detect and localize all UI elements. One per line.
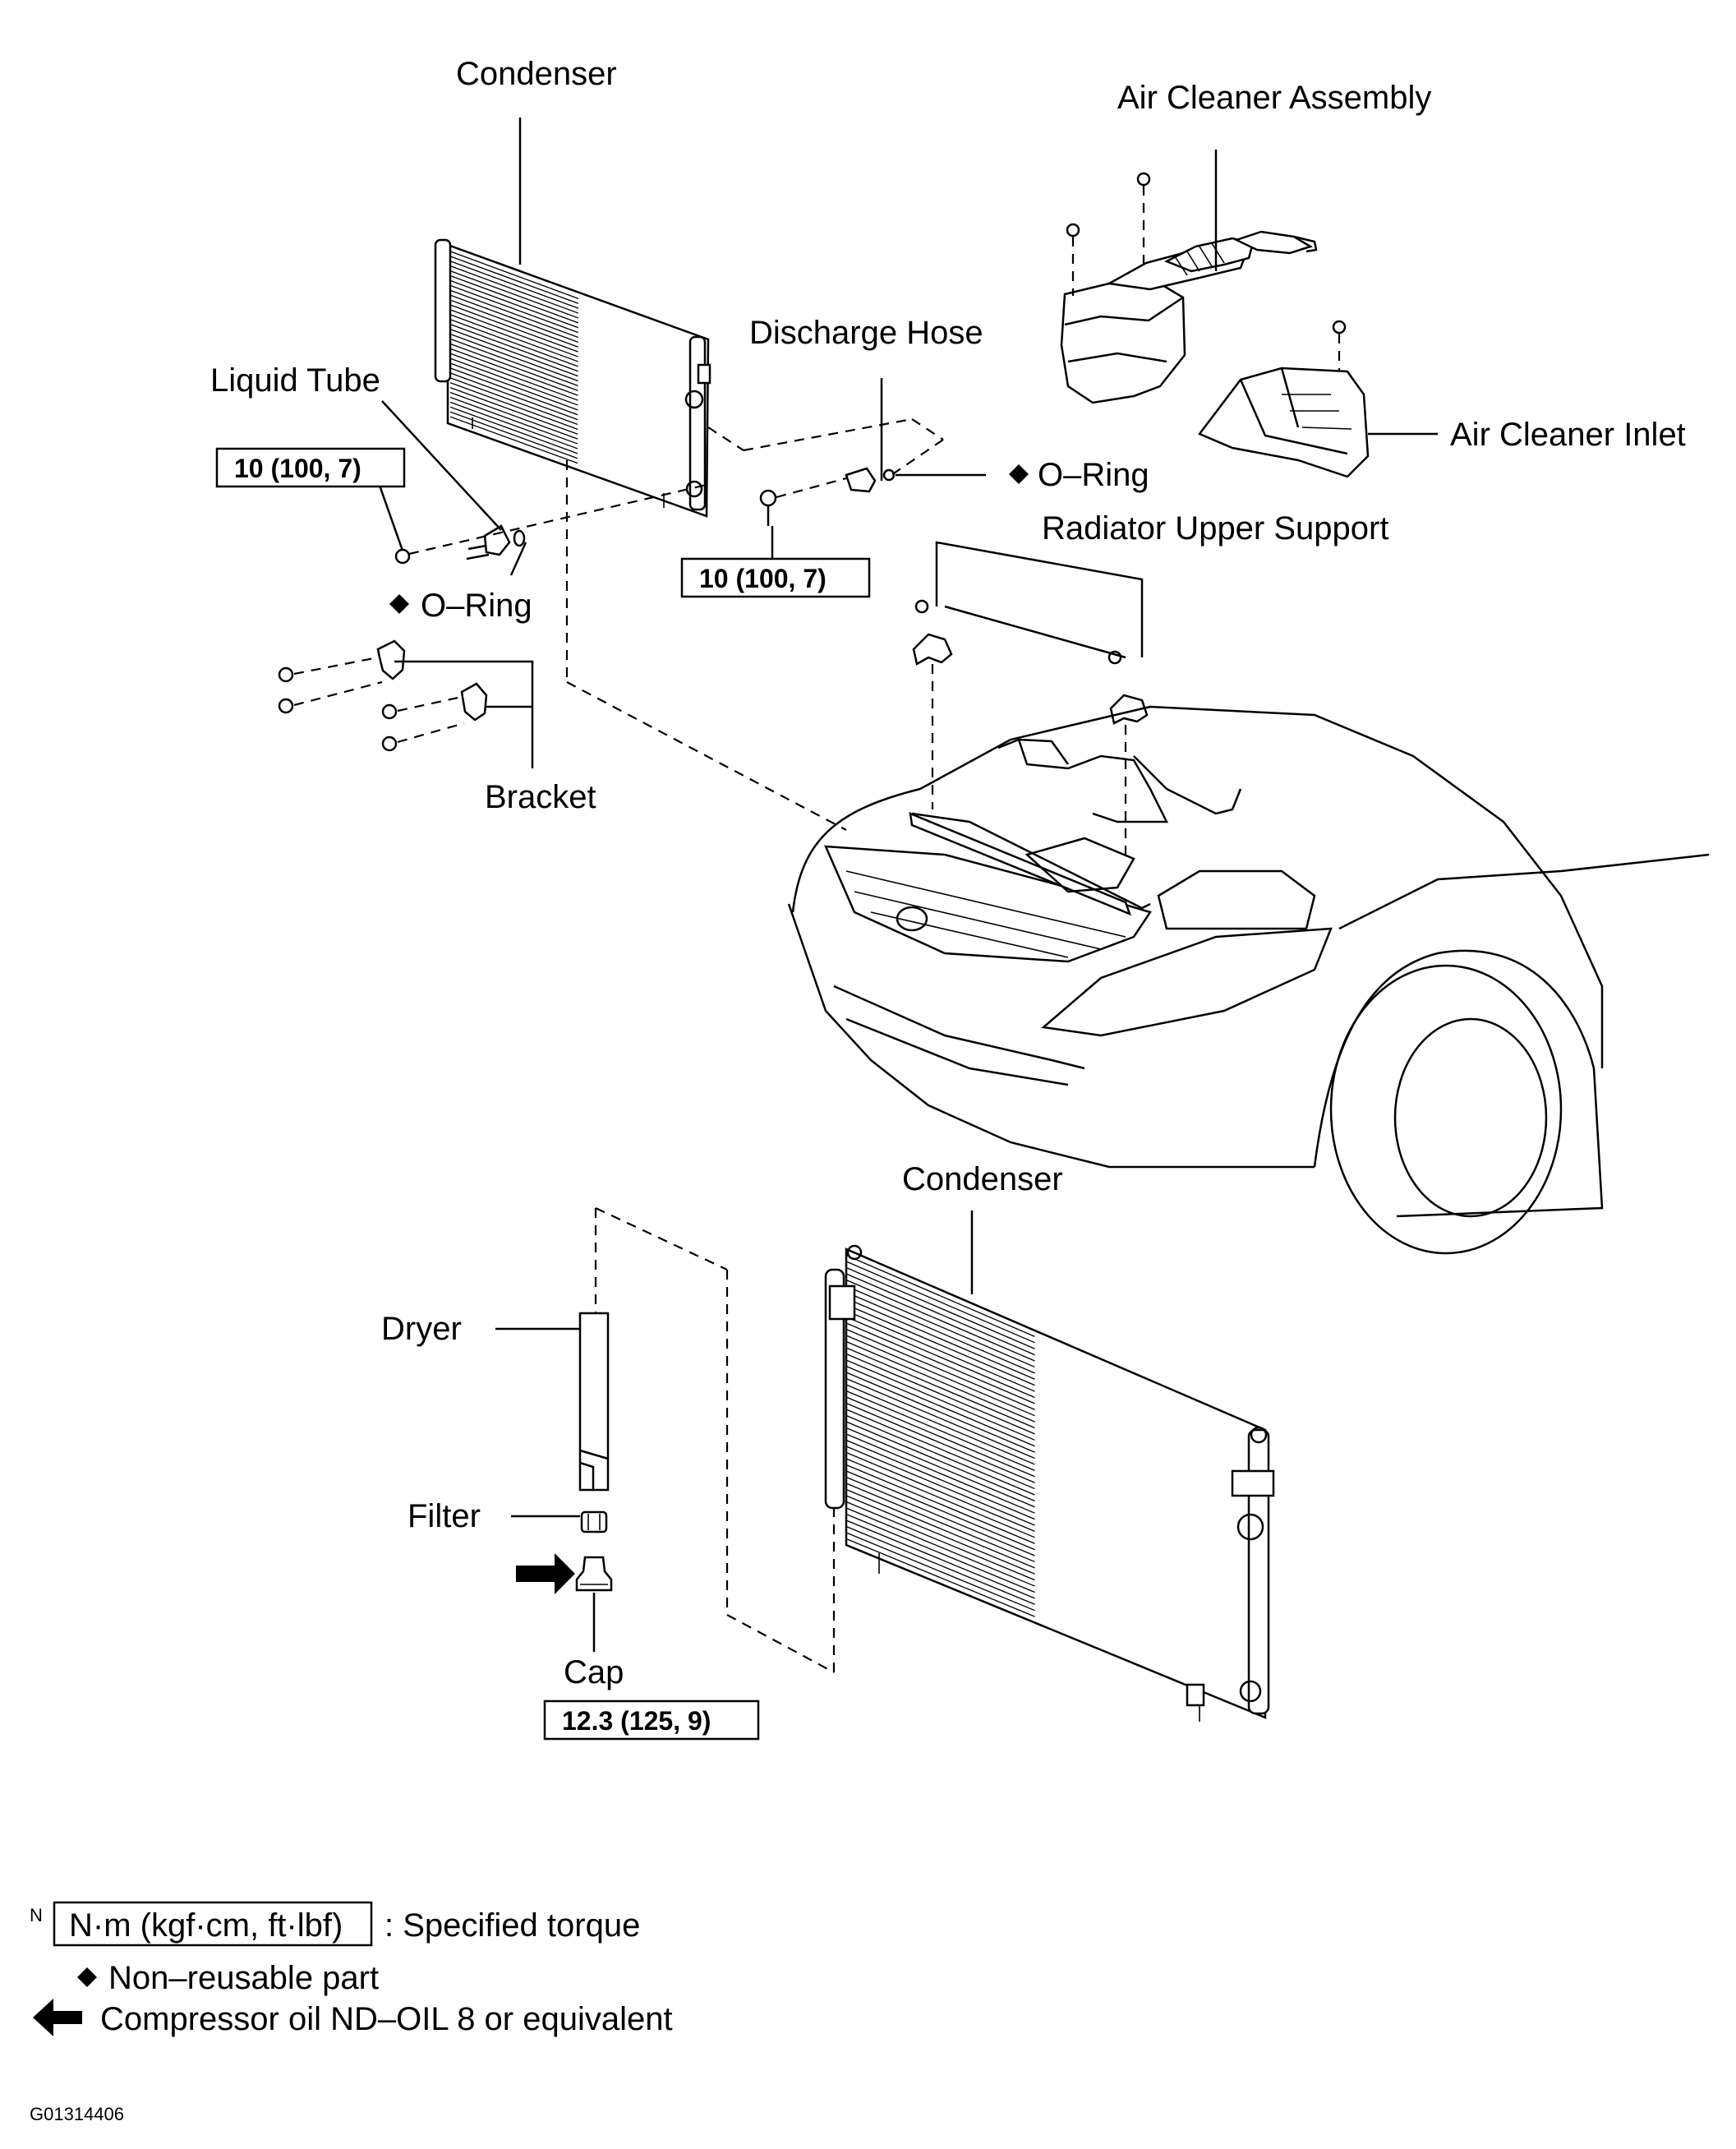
air-cleaner-bolts	[1066, 172, 1347, 470]
legend-torque-unit-box	[53, 1901, 373, 1947]
label-o-ring-right: O–Ring	[1038, 457, 1149, 493]
dashed-guides-bottom	[594, 1207, 836, 1673]
filter-part	[580, 1510, 608, 1533]
legend-non-reusable: Non–reusable part	[108, 1960, 379, 1996]
label-filter: Filter	[408, 1498, 481, 1534]
liquid-tube-fitting	[394, 524, 526, 565]
legend-compressor-oil: Compressor oil ND–OIL 8 or equivalent	[100, 2001, 673, 2037]
svg-text:10 (100, 7): 10 (100, 7)	[234, 454, 361, 483]
dryer-part	[578, 1312, 610, 1492]
air-cleaner-assembly-part	[1060, 230, 1318, 404]
air-cleaner-inlet-part	[1198, 367, 1370, 478]
diamond-icon	[77, 1967, 97, 1987]
label-liquid-tube: Liquid Tube	[210, 362, 380, 399]
legend: N N·m (kgf·cm, ft·lbf) : Specified torqu…	[30, 1901, 673, 2037]
diamond-icon	[1009, 464, 1029, 484]
vehicle-front-illustration	[787, 705, 1710, 1255]
torque-box-cap: 12.3 (125, 9)	[543, 1699, 760, 1741]
label-o-ring-left: O–Ring	[421, 588, 532, 624]
label-cap: Cap	[564, 1654, 624, 1690]
label-air-cleaner-inlet: Air Cleaner Inlet	[1450, 417, 1686, 453]
svg-text:12.3 (125, 9): 12.3 (125, 9)	[562, 1706, 711, 1736]
label-bracket: Bracket	[485, 779, 596, 815]
radiator-upper-support-parts	[912, 599, 1149, 863]
figure-code: G01314406	[30, 2104, 124, 2124]
label-radiator-upper-support: Radiator Upper Support	[1042, 510, 1388, 546]
legend-torque-unit: N·m (kgf·cm, ft·lbf)	[69, 1907, 343, 1944]
label-condenser-top: Condenser	[456, 56, 617, 92]
condenser-top-part	[434, 238, 711, 518]
dashed-guides-top	[408, 417, 944, 831]
label-condenser-bottom: Condenser	[902, 1161, 1063, 1197]
label-dryer: Dryer	[381, 1311, 462, 1347]
legend-n-marker: N	[30, 1905, 43, 1925]
bracket-parts	[278, 639, 488, 752]
cap-part	[575, 1556, 613, 1592]
svg-text:10 (100, 7): 10 (100, 7)	[699, 564, 827, 593]
label-discharge-hose: Discharge Hose	[749, 315, 983, 351]
torque-box-discharge-hose: 10 (100, 7)	[680, 557, 871, 598]
leader-lines	[376, 118, 1438, 1652]
oil-arrow-icon	[516, 1553, 575, 1594]
legend-torque-desc: : Specified torque	[384, 1907, 640, 1944]
condenser-bottom-part	[824, 1244, 1275, 1722]
diamond-icon	[389, 594, 409, 614]
torque-box-liquid-tube: 10 (100, 7)	[215, 447, 406, 488]
label-air-cleaner-assembly: Air Cleaner Assembly	[1117, 80, 1431, 116]
discharge-hose-fitting	[759, 467, 896, 526]
arrow-left-icon	[33, 1999, 82, 2036]
